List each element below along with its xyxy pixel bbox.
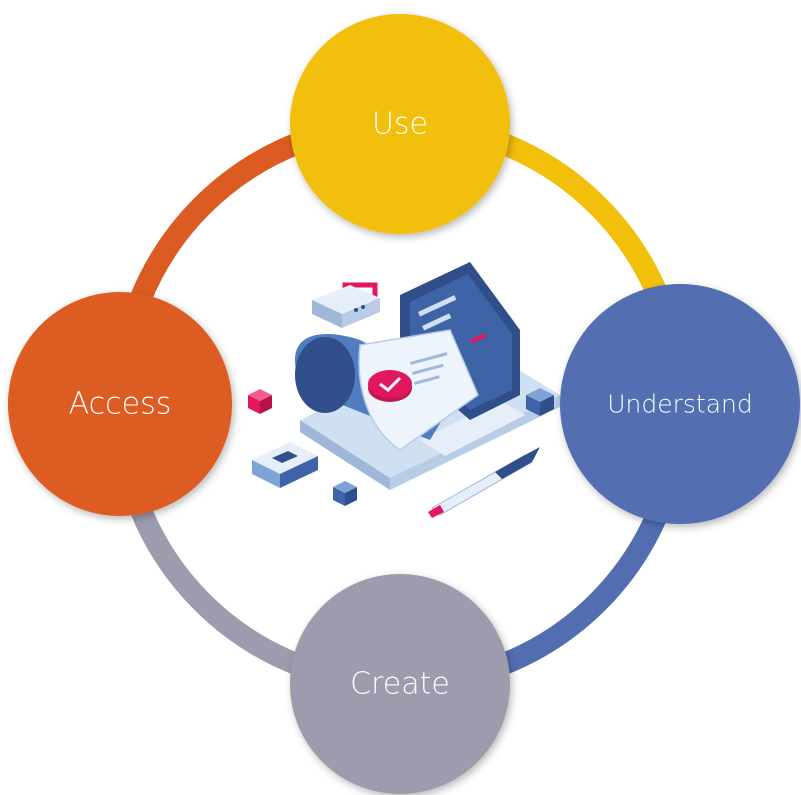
pen-icon: [428, 447, 540, 518]
node-use: [290, 14, 510, 234]
node-label-understand: Understand: [607, 390, 753, 419]
node-label-access: Access: [69, 387, 172, 422]
blue-cube-icon: [333, 481, 357, 506]
node-label-create: Create: [350, 667, 450, 702]
blue-cube-icon: [526, 388, 554, 416]
node-label-use: Use: [372, 107, 428, 142]
device-box-icon: [252, 442, 318, 488]
node-understand: [560, 284, 800, 524]
laptop-document-lock-icon: [248, 262, 560, 518]
pink-cube-icon: [248, 389, 272, 414]
node-create: [290, 574, 510, 794]
node-access: [8, 292, 232, 516]
